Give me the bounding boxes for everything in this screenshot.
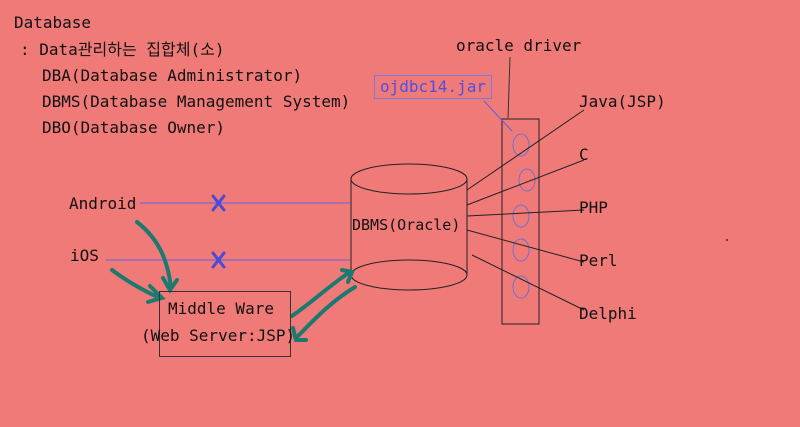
client-to-middleware-arrows	[110, 220, 179, 304]
dba-text: DBA(Database Administrator)	[42, 66, 303, 85]
client-ios: iOS	[70, 246, 99, 265]
dbms-cylinder	[350, 163, 468, 291]
blocked-x-ios-icon	[211, 251, 226, 269]
dbms-text: DBMS(Database Management System)	[42, 92, 351, 111]
definition-text: : Data관리하는 집합체(소)	[20, 40, 225, 59]
client-android: Android	[69, 194, 137, 213]
middleware-label: Middle Ware	[168, 299, 274, 318]
driver-slots	[512, 133, 536, 299]
lang-c: C	[579, 145, 589, 164]
title-database: Database	[14, 13, 92, 32]
ojdbc-jar-label: ojdbc14.jar	[374, 75, 492, 99]
middleware-db-arrows	[290, 268, 357, 342]
driver-label-pointer	[507, 56, 511, 119]
lang-delphi: Delphi	[579, 304, 637, 323]
driver-panel	[501, 118, 540, 325]
blocked-x-android-icon	[211, 194, 226, 212]
middleware-box	[159, 291, 291, 357]
dbo-text: DBO(Database Owner)	[42, 118, 226, 137]
dbms-oracle-label: DBMS(Oracle)	[352, 216, 461, 234]
stray-dot	[726, 239, 728, 241]
lang-php: PHP	[579, 198, 608, 217]
language-connectors	[466, 109, 585, 311]
lang-perl: Perl	[579, 251, 618, 270]
middleware-sublabel: (Web Server:JSP)	[141, 326, 296, 345]
lang-java: Java(JSP)	[579, 92, 666, 111]
jar-pointer	[483, 100, 513, 132]
oracle-driver-label: oracle driver	[456, 36, 582, 55]
